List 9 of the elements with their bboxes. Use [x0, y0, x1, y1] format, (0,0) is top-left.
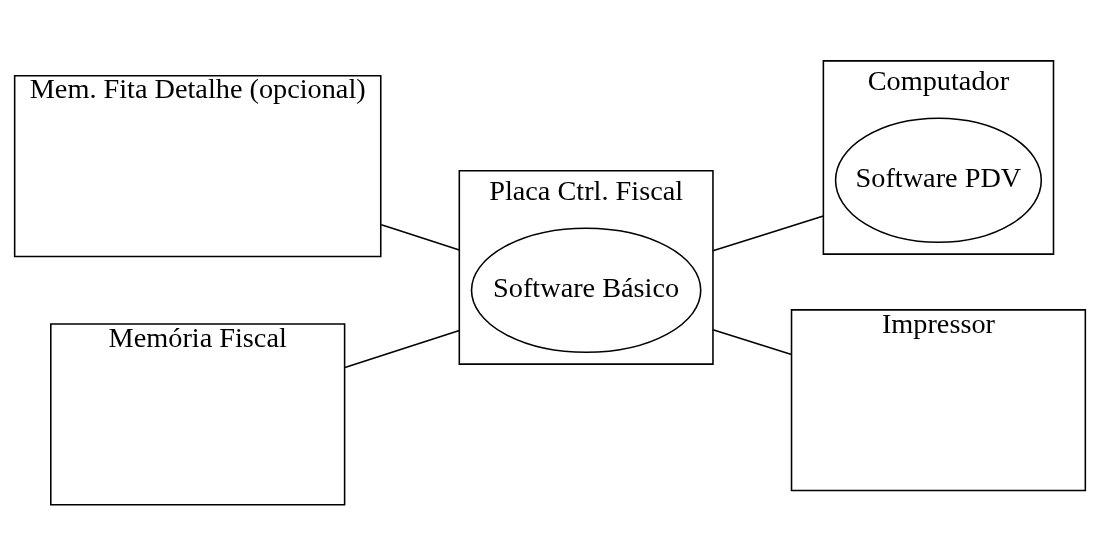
- node-ellipse: Software Básico: [470, 227, 702, 354]
- node-box: Mem. Fita Detalhe (opcional): [13, 75, 382, 258]
- connector: [712, 328, 793, 356]
- connector: [712, 215, 825, 252]
- connector: [380, 223, 461, 251]
- node-box: Memória Fiscal: [50, 323, 346, 506]
- node-box: Impressor: [790, 309, 1087, 492]
- node-ellipse: Software PDV: [834, 117, 1043, 244]
- connector: [344, 329, 461, 369]
